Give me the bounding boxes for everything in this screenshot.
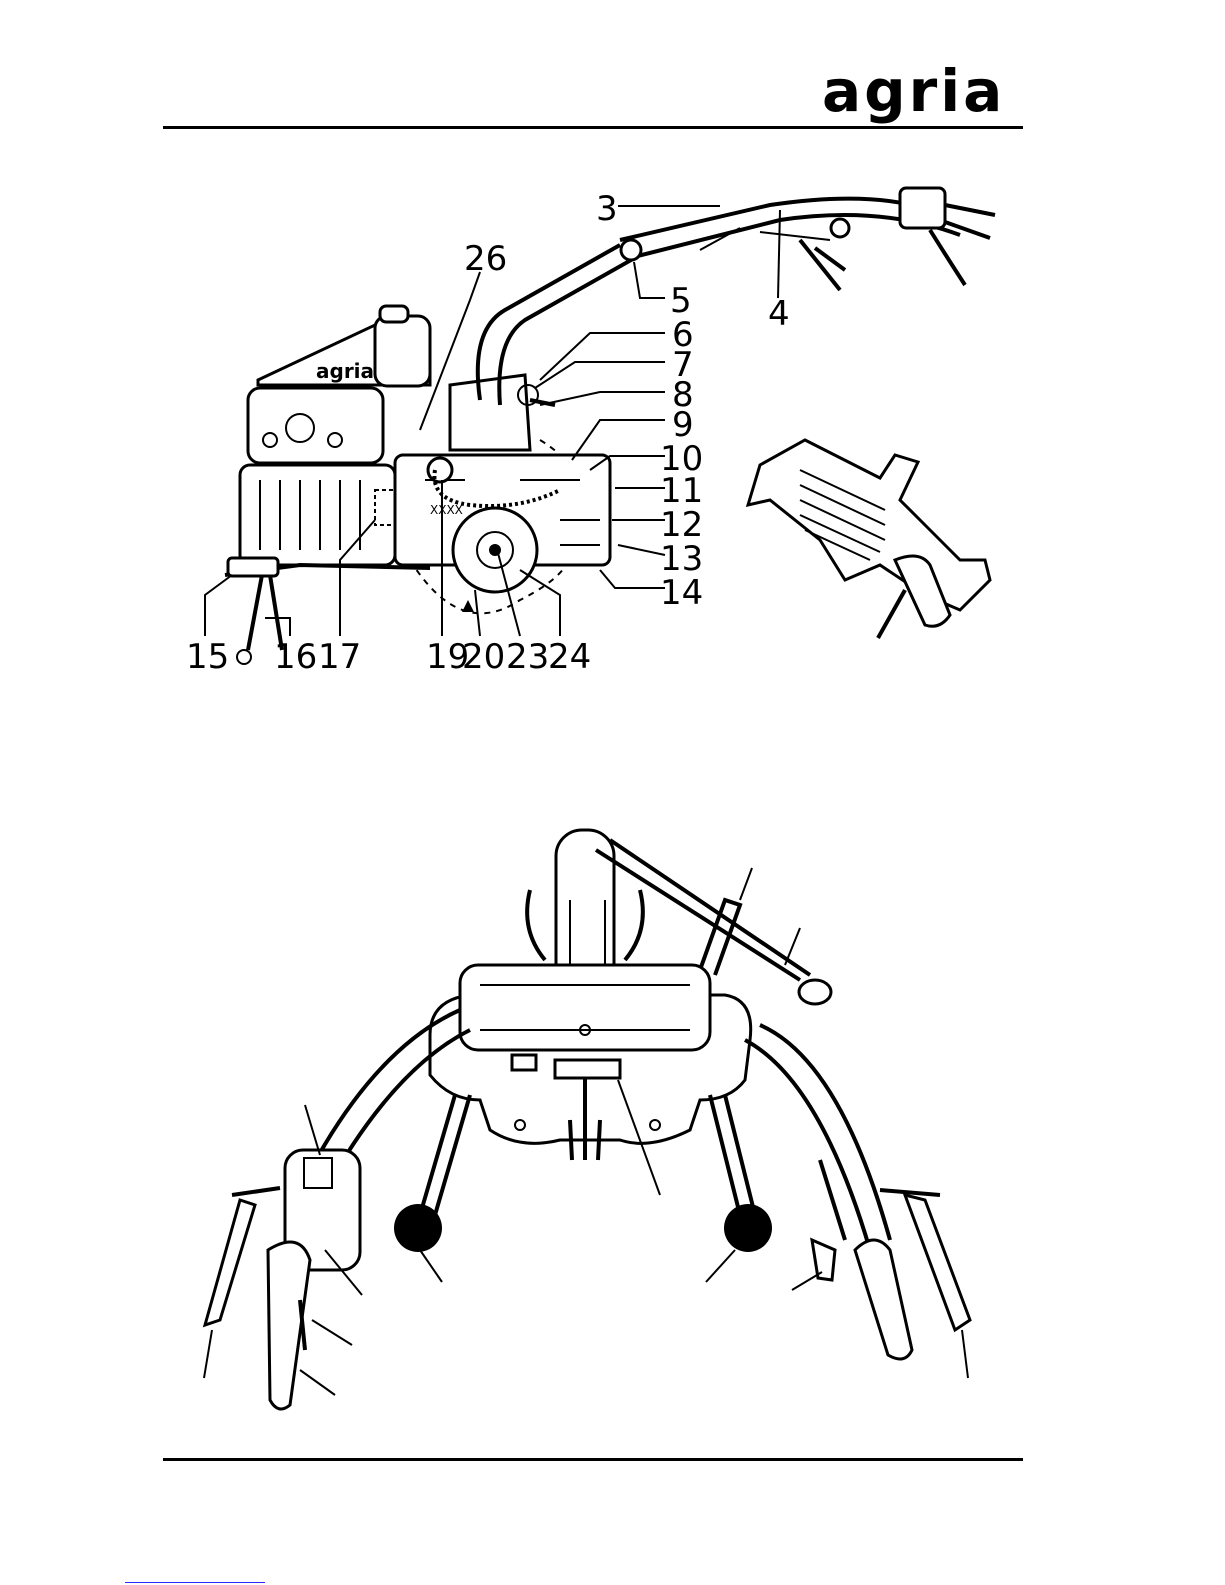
air-filter-cover bbox=[460, 965, 710, 1050]
fuel-cap bbox=[380, 306, 408, 322]
tank-brand-text: agria bbox=[316, 359, 374, 383]
fuel-tank bbox=[375, 316, 430, 386]
footer-rule bbox=[163, 1458, 1023, 1461]
link-underline bbox=[125, 1582, 265, 1583]
callout-14: 14 bbox=[660, 573, 703, 613]
engine-mark-text: XXXX bbox=[430, 503, 463, 517]
rectifier-inset bbox=[748, 440, 990, 638]
callout-26: 26 bbox=[464, 239, 507, 279]
throttle-box bbox=[900, 188, 945, 228]
handle-pivot bbox=[621, 240, 641, 260]
callout-24: 24 bbox=[548, 637, 591, 677]
engine-block bbox=[240, 465, 395, 565]
callout-23: 23 bbox=[506, 637, 549, 677]
engine-cover bbox=[248, 388, 383, 463]
callout-16: 16 bbox=[274, 637, 317, 677]
tiller-side-view: agria XXXX bbox=[186, 188, 995, 677]
callout-4: 4 bbox=[768, 294, 790, 334]
callout-20: 20 bbox=[462, 637, 505, 677]
handlebar-operator-view bbox=[204, 830, 970, 1409]
callout-3: 3 bbox=[596, 189, 618, 229]
callout-17: 17 bbox=[318, 637, 361, 677]
callout-15: 15 bbox=[186, 637, 229, 677]
